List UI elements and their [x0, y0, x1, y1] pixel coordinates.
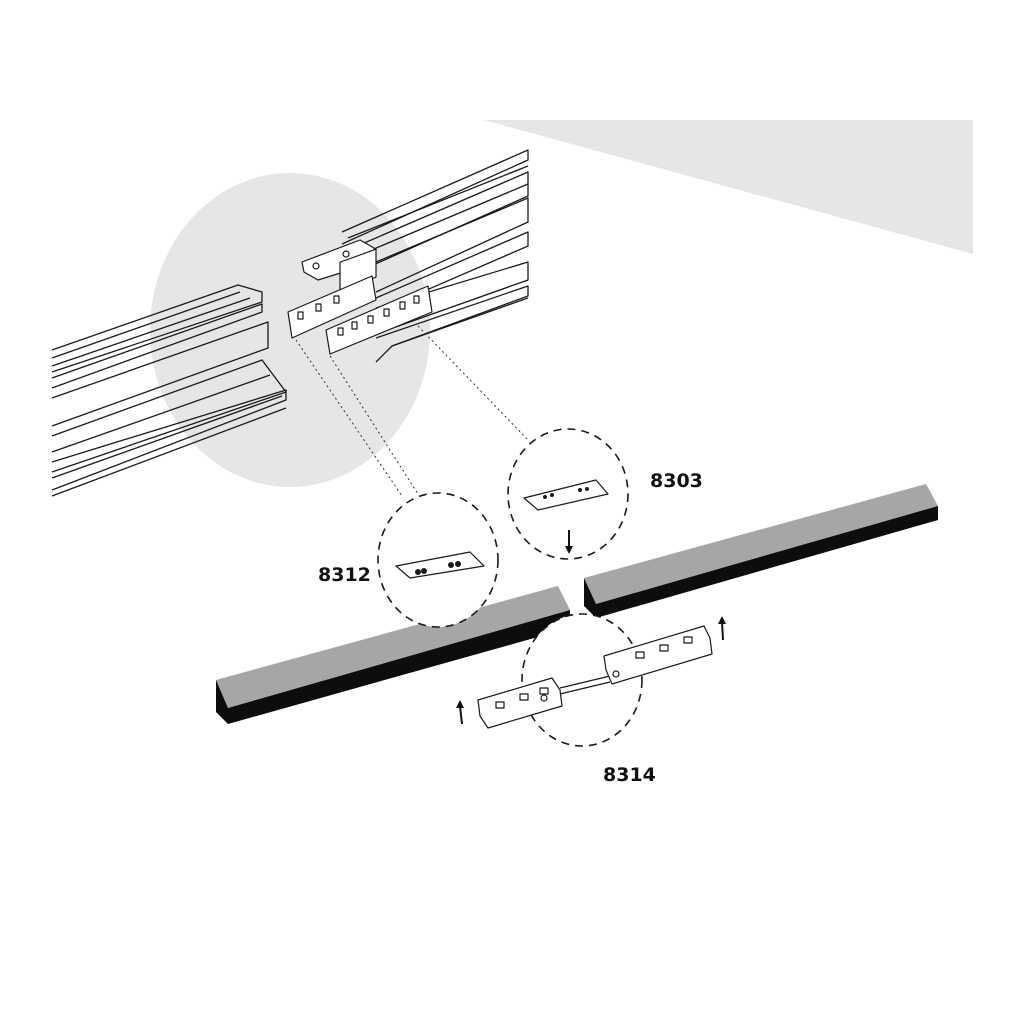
leader-lines: [295, 325, 529, 497]
label-8314: 8314: [603, 764, 656, 786]
detail-circle-8303: [507, 428, 629, 560]
right-light-profile: [584, 484, 938, 618]
right-rail-profile: [341, 149, 529, 363]
arrow-up-icon: [718, 616, 726, 641]
background-wedge: [484, 120, 973, 254]
joint-connector-parts: [287, 239, 433, 355]
left-light-profile: [216, 586, 570, 724]
label-8312: 8312: [318, 564, 371, 586]
left-rail-profile: [51, 284, 287, 497]
arrow-up-icon: [456, 700, 464, 725]
detail-circle-8314: [477, 613, 713, 747]
label-8303: 8303: [650, 470, 703, 492]
detail-circle-8312: [377, 492, 499, 628]
arrow-down-icon: [565, 530, 573, 554]
